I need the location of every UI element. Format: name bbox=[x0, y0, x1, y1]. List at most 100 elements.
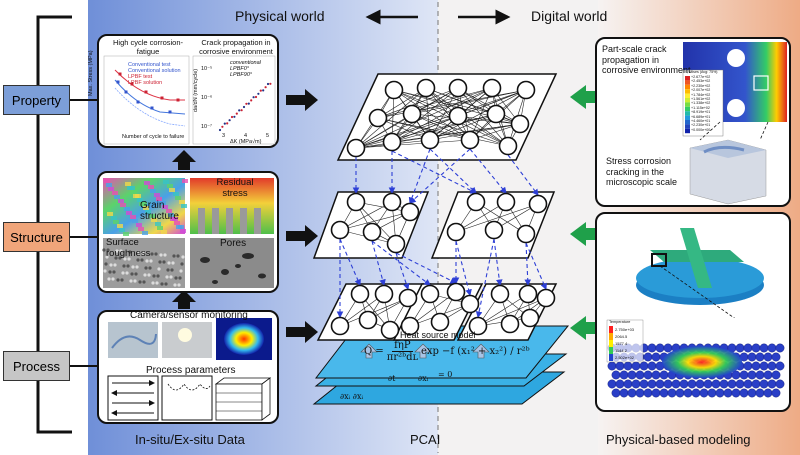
powder-particle bbox=[751, 361, 761, 371]
network-node bbox=[516, 80, 536, 100]
layer-link bbox=[339, 238, 361, 287]
rough-grain bbox=[136, 258, 140, 262]
network-node bbox=[510, 114, 530, 134]
rough-grain bbox=[152, 274, 156, 278]
camera-image-1 bbox=[108, 322, 158, 358]
grain-patch bbox=[125, 182, 131, 186]
rough-grain bbox=[118, 256, 122, 260]
network-node bbox=[420, 284, 440, 304]
network-node bbox=[516, 224, 536, 244]
crack-legend-value: +2.677e+02 bbox=[691, 75, 711, 79]
crack-hole-top bbox=[727, 49, 745, 67]
rough-grain bbox=[156, 274, 160, 278]
crack-legend-value: +2.230e+02 bbox=[691, 83, 711, 88]
rough-grain bbox=[115, 249, 119, 253]
formula-fraction: fηP πr²ᵇdʟ bbox=[387, 340, 418, 363]
rough-speckle bbox=[102, 248, 185, 287]
powder-particle bbox=[747, 370, 757, 380]
powder-particle bbox=[671, 379, 681, 389]
rough-grain bbox=[143, 273, 147, 277]
crack-legend-value: +8.919e+01 bbox=[691, 110, 711, 115]
rough-grain bbox=[177, 283, 181, 287]
network-node bbox=[400, 202, 420, 222]
network-node bbox=[460, 294, 480, 314]
crack-legend-swatch bbox=[685, 98, 690, 103]
structure-button: Structure bbox=[3, 222, 70, 252]
rough-grain bbox=[103, 269, 107, 273]
rough-grain bbox=[116, 278, 120, 282]
crack-description: Part-scale crack propagation in corrosiv… bbox=[602, 44, 691, 75]
network-node bbox=[350, 284, 370, 304]
rough-grain bbox=[167, 261, 171, 265]
powder-particle bbox=[655, 379, 665, 389]
powder-particle bbox=[771, 370, 781, 380]
grain-patch bbox=[105, 208, 111, 212]
fatigue-legend-3: LPBF test bbox=[128, 74, 153, 80]
network-edge bbox=[377, 87, 459, 119]
powder-particle bbox=[687, 379, 697, 389]
powder-particle bbox=[775, 379, 785, 389]
crack-legend-title: S, Mises (Avg: 75%) bbox=[685, 70, 718, 74]
network-node bbox=[330, 220, 350, 240]
powder-particle bbox=[743, 379, 753, 389]
rough-grain bbox=[154, 252, 158, 256]
network-node bbox=[482, 78, 502, 98]
grain-patch bbox=[107, 212, 113, 216]
powder-particle bbox=[731, 388, 741, 398]
powder-particle bbox=[755, 388, 765, 398]
camera-label: Camera/sensor monitoring bbox=[130, 310, 248, 321]
rough-grain bbox=[122, 264, 126, 268]
rough-grain bbox=[149, 259, 153, 263]
grain-patch bbox=[142, 231, 148, 235]
structure-to-pcai-arrow bbox=[286, 225, 318, 247]
process-to-structure-arrow bbox=[172, 290, 196, 309]
network-edge bbox=[377, 87, 427, 119]
powder-particle bbox=[723, 388, 733, 398]
rough-grain bbox=[120, 278, 124, 282]
grain-patch bbox=[175, 196, 181, 200]
network-edge bbox=[425, 87, 471, 141]
crack-xlabel: ΔK (MPa√m) bbox=[230, 139, 262, 145]
crack-legend-3: LPBF90° bbox=[230, 72, 253, 78]
fatigue-title: High cycle corrosion-fatigue bbox=[112, 38, 184, 56]
powder-particle bbox=[627, 388, 637, 398]
network-edge bbox=[377, 89, 527, 119]
crack-legend-swatch bbox=[685, 111, 690, 116]
crack-xtick-1: 3 bbox=[222, 133, 226, 139]
rough-grain bbox=[142, 280, 146, 284]
camera-trace bbox=[111, 333, 157, 349]
powder-particle bbox=[623, 361, 633, 371]
structure-to-property-arrow bbox=[172, 150, 196, 170]
grain-patch bbox=[104, 179, 110, 183]
network-node bbox=[520, 308, 540, 328]
rough-grain bbox=[166, 268, 170, 272]
crack-point bbox=[233, 115, 236, 118]
powder-particle bbox=[767, 361, 777, 371]
crack-zoom-box bbox=[753, 75, 769, 91]
rough-grain bbox=[180, 262, 184, 266]
layer-link bbox=[507, 154, 539, 196]
powder-particle bbox=[675, 388, 685, 398]
network-edge bbox=[339, 297, 409, 327]
network-edge bbox=[355, 113, 497, 149]
grain-patch bbox=[124, 207, 130, 211]
crack-point bbox=[223, 122, 226, 125]
layer-link bbox=[525, 242, 547, 291]
grain-patch bbox=[136, 223, 142, 227]
fatigue-curve-red bbox=[114, 69, 185, 101]
powder-particle bbox=[735, 379, 745, 389]
powder-particle bbox=[747, 388, 757, 398]
rough-grain bbox=[141, 251, 145, 255]
temp-legend-value: 2.502e+02 bbox=[615, 355, 635, 360]
rough-grain bbox=[170, 268, 174, 272]
powder-particle bbox=[615, 361, 625, 371]
powder-particle bbox=[727, 379, 737, 389]
fatigue-point bbox=[160, 96, 164, 100]
temp-legend-swatch bbox=[609, 354, 613, 361]
network-edge bbox=[355, 139, 471, 149]
network-node bbox=[430, 312, 450, 332]
rough-grain bbox=[155, 281, 159, 285]
zoom-line-2 bbox=[759, 121, 769, 141]
crack-xtick-3: 5 bbox=[266, 133, 270, 139]
